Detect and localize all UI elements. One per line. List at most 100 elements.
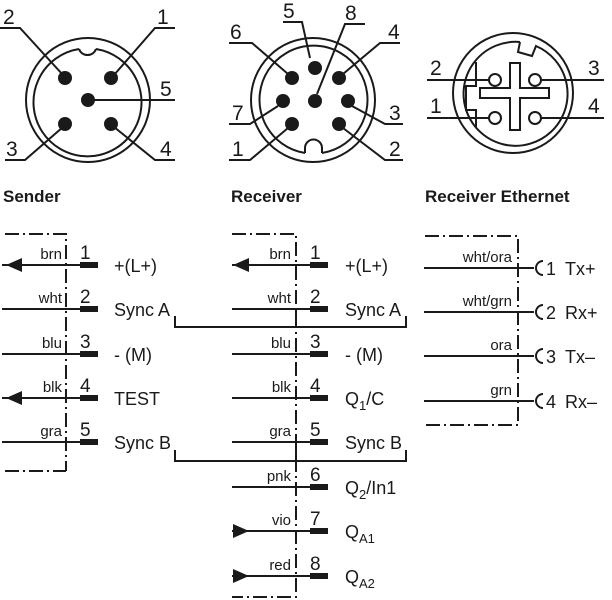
signal-label: QA1 bbox=[345, 522, 375, 546]
wire-color-label: vio bbox=[272, 512, 291, 529]
receiver-connector-face: 5 8 6 4 7 3 1 2 bbox=[229, 0, 403, 163]
output-arrow-icon bbox=[6, 258, 22, 272]
receiver-pin-label-5: 5 bbox=[283, 0, 295, 23]
wire-color-label: pnk bbox=[267, 468, 292, 485]
sender-inner-ring bbox=[32, 48, 143, 158]
receiver-pin-label-3: 3 bbox=[389, 102, 401, 125]
sender-pin-label-5: 5 bbox=[160, 78, 172, 101]
sender-pin-row: brn 1 +(L+) bbox=[2, 243, 157, 276]
ethernet-outer-ring bbox=[452, 32, 574, 154]
ethernet-pin-label-2: 2 bbox=[430, 57, 442, 80]
pin-number: 2 bbox=[310, 287, 321, 308]
wire-color-label: brn bbox=[40, 246, 62, 263]
pin-terminal bbox=[80, 306, 98, 312]
signal-label: Tx– bbox=[565, 347, 595, 367]
receiver-pin-label-4: 4 bbox=[388, 21, 400, 44]
signal-suffix: /C bbox=[366, 389, 384, 409]
wire-color-label: blu bbox=[42, 335, 62, 352]
output-arrow-icon bbox=[233, 258, 249, 272]
signal-label: Rx– bbox=[565, 392, 597, 412]
pin-number: 1 bbox=[546, 259, 556, 279]
pin-terminal bbox=[310, 306, 328, 312]
pin-terminal bbox=[80, 351, 98, 357]
ethernet-pin-dot-1 bbox=[488, 111, 502, 125]
signal-suffix: /In1 bbox=[366, 478, 396, 498]
receiver-pin-dot-1 bbox=[285, 117, 299, 131]
signal-main: Q bbox=[345, 567, 359, 587]
socket-contact-icon bbox=[535, 348, 544, 364]
pin-number: 3 bbox=[80, 332, 91, 353]
receiver-pin-label-8: 8 bbox=[345, 2, 357, 25]
ethernet-pin-dot-2 bbox=[488, 73, 502, 87]
signal-label: Sync A bbox=[345, 300, 401, 320]
pin-number: 4 bbox=[546, 392, 556, 412]
wire-color-label: brn bbox=[269, 246, 291, 263]
sender-title: Sender bbox=[3, 187, 61, 206]
receiver-key-notch bbox=[304, 138, 323, 153]
pin-number: 5 bbox=[310, 420, 321, 441]
ethernet-pin-dot-4 bbox=[528, 111, 542, 125]
signal-label: +(L+) bbox=[114, 256, 157, 276]
ethernet-title: Receiver Ethernet bbox=[425, 187, 570, 206]
sender-pin-label-4: 4 bbox=[160, 138, 172, 161]
pin-terminal bbox=[310, 439, 328, 445]
pin-terminal bbox=[310, 573, 328, 579]
wire-color-label: ora bbox=[490, 337, 512, 354]
wire-color-label: wht/grn bbox=[462, 293, 512, 310]
wire-color-label: blk bbox=[272, 379, 292, 396]
receiver-outer-ring bbox=[250, 37, 376, 163]
ethernet-housing-boundary bbox=[425, 235, 519, 426]
pin-terminal bbox=[310, 351, 328, 357]
signal-label: - (M) bbox=[345, 345, 383, 365]
socket-contact-icon bbox=[535, 304, 544, 320]
ethernet-connector-face: 2 3 1 4 bbox=[427, 32, 604, 154]
signal-subscript: 2 bbox=[359, 487, 366, 502]
pin-number: 1 bbox=[80, 243, 91, 264]
ethernet-pin-dot-3 bbox=[528, 73, 542, 87]
ethernet-key bbox=[465, 62, 477, 128]
receiver-housing-boundary bbox=[232, 233, 297, 598]
receiver-pin-dot-8 bbox=[308, 94, 322, 108]
wire-color-label: wht/ora bbox=[462, 249, 513, 266]
pin-terminal bbox=[80, 262, 98, 268]
signal-label: QA2 bbox=[345, 567, 375, 591]
pin-terminal bbox=[80, 439, 98, 445]
signal-label: - (M) bbox=[114, 345, 152, 365]
ethernet-inner-ring bbox=[462, 40, 569, 147]
pin-terminal bbox=[310, 484, 328, 490]
signal-label: TEST bbox=[114, 389, 160, 409]
ethernet-pin-label-1: 1 bbox=[430, 95, 442, 118]
sync-b-bridge bbox=[174, 450, 407, 462]
sender-pin-dot-5 bbox=[81, 93, 95, 107]
receiver-pin-dot-7 bbox=[276, 94, 290, 108]
sender-housing-boundary bbox=[5, 233, 67, 471]
signal-label: Sync B bbox=[114, 433, 171, 453]
pin-number: 6 bbox=[310, 465, 321, 486]
output-arrow-icon bbox=[6, 391, 22, 405]
signal-label: Sync A bbox=[114, 300, 170, 320]
ethernet-pin-label-3: 3 bbox=[588, 57, 600, 80]
pin-number: 4 bbox=[310, 376, 321, 397]
wire-color-label: gra bbox=[269, 423, 291, 440]
receiver-pin-dot-5 bbox=[308, 61, 322, 75]
pin-number: 3 bbox=[310, 332, 321, 353]
pin-number: 2 bbox=[546, 303, 556, 323]
receiver-pin-dot-3 bbox=[341, 94, 355, 108]
wire-color-label: wht bbox=[267, 290, 292, 307]
signal-main: Q bbox=[345, 522, 359, 542]
signal-subscript: A2 bbox=[359, 576, 375, 591]
pin-number: 5 bbox=[80, 420, 91, 441]
